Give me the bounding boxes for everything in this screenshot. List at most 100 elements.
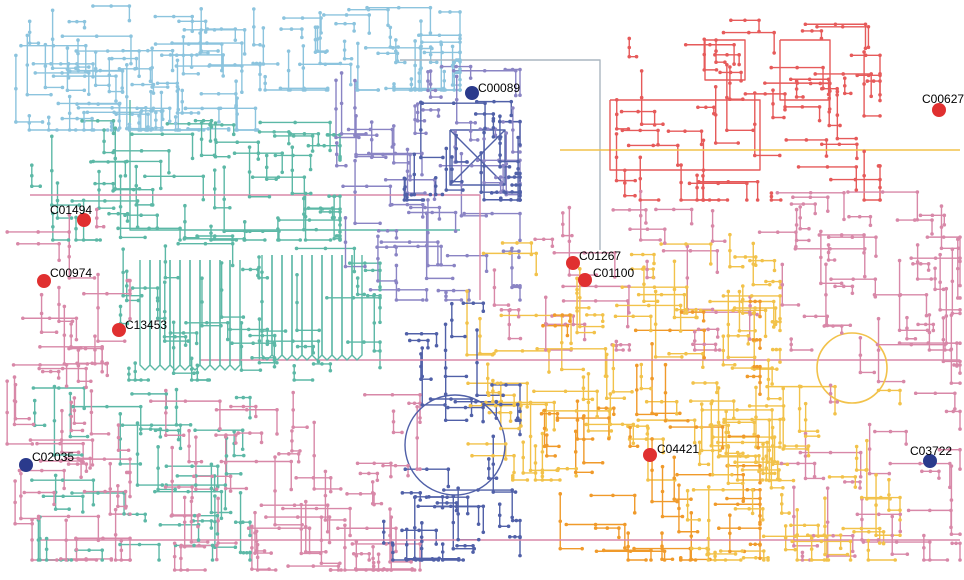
- metabolite-node: [958, 381, 962, 385]
- metabolite-node: [385, 229, 390, 233]
- metabolite-node: [650, 342, 654, 346]
- metabolite-node: [32, 411, 37, 415]
- metabolite-node: [426, 88, 430, 93]
- metabolite-node: [439, 95, 443, 99]
- metabolite-node: [459, 213, 464, 218]
- metabolite-node: [491, 490, 496, 494]
- metabolite-node: [506, 524, 511, 529]
- metabolite-node: [874, 503, 878, 507]
- metabolite-node: [687, 181, 692, 186]
- metabolite-node: [575, 291, 579, 295]
- metabolite-node: [412, 525, 417, 530]
- metabolite-node: [509, 113, 514, 118]
- metabolite-node: [812, 461, 817, 466]
- metabolite-node: [770, 382, 774, 386]
- compound-marker-c00974[interactable]: [37, 274, 51, 288]
- highlighted-compound-markers[interactable]: [19, 86, 946, 472]
- metabolite-node: [182, 520, 187, 524]
- metabolite-node: [479, 170, 483, 175]
- metabolite-node: [189, 519, 194, 524]
- pathway-segment: [863, 51, 880, 117]
- compound-marker-c02035[interactable]: [19, 458, 33, 472]
- metabolite-node: [822, 324, 827, 328]
- metabolite-node: [499, 381, 503, 385]
- metabolite-node: [740, 97, 745, 102]
- metabolite-node: [378, 285, 382, 289]
- metabolite-node: [90, 116, 94, 121]
- metabolite-node: [352, 29, 356, 33]
- metabolite-node: [789, 342, 793, 347]
- metabolite-node: [260, 229, 265, 234]
- compound-marker-c04421[interactable]: [643, 448, 657, 462]
- metabolite-node: [450, 83, 455, 87]
- metabolite-node: [813, 72, 818, 76]
- metabolite-node: [660, 531, 664, 535]
- compound-marker-c13453[interactable]: [112, 323, 126, 337]
- metabolite-node: [173, 334, 177, 339]
- pathway-segment: [851, 54, 881, 74]
- compound-marker-c03722[interactable]: [923, 454, 937, 468]
- metabolite-node: [240, 447, 245, 452]
- metabolite-node: [328, 362, 333, 366]
- metabolite-node: [219, 516, 224, 521]
- metabolite-node: [695, 315, 699, 320]
- metabolite-node: [421, 198, 426, 202]
- metabolite-node: [215, 464, 220, 469]
- metabolite-node: [958, 371, 962, 375]
- metabolite-node: [353, 158, 357, 163]
- metabolite-node: [662, 241, 667, 245]
- compound-marker-c00627[interactable]: [932, 103, 946, 117]
- compound-marker-c01494[interactable]: [77, 213, 91, 227]
- metabolite-node: [451, 101, 456, 105]
- metabolite-node: [419, 155, 423, 160]
- pathway-segment: [287, 51, 305, 91]
- metabolite-node: [539, 411, 544, 416]
- metabolite-node: [250, 175, 255, 179]
- metabolite-node: [300, 523, 304, 527]
- compound-marker-c01100[interactable]: [578, 273, 592, 287]
- metabolite-node: [853, 177, 858, 182]
- pathway-segment: [45, 538, 72, 561]
- metabolite-node: [607, 416, 611, 420]
- metabolite-node: [915, 260, 920, 264]
- metabolite-node: [39, 292, 44, 297]
- metabolite-node: [850, 235, 855, 240]
- metabolite-node: [316, 131, 321, 136]
- metabolite-node: [791, 195, 795, 200]
- metabolite-node: [128, 512, 132, 516]
- metabolite-node: [394, 298, 399, 302]
- metabolite-node: [428, 95, 433, 99]
- metabolite-node: [758, 392, 762, 397]
- metabolite-node: [308, 153, 313, 158]
- metabolite-node: [313, 25, 318, 29]
- metabolite-node: [567, 205, 572, 210]
- metabolite-node: [190, 495, 194, 500]
- metabolite-node: [289, 487, 294, 492]
- metabolite-node: [274, 177, 278, 181]
- metabolite-node: [494, 349, 498, 353]
- metabolite-node: [214, 487, 219, 491]
- metabolite-node: [14, 86, 18, 91]
- metabolite-node: [697, 518, 702, 522]
- metabolite-node: [194, 487, 198, 491]
- metabolite-node: [644, 437, 649, 441]
- metabolite-node: [909, 256, 914, 260]
- metabolite-node: [482, 164, 486, 168]
- metabolite-node: [290, 168, 295, 173]
- compound-marker-c01267[interactable]: [566, 256, 580, 270]
- metabolite-node: [46, 121, 51, 126]
- metabolite-node: [364, 184, 369, 189]
- metabolite-node: [498, 114, 502, 119]
- metabolite-node: [614, 155, 619, 160]
- pathway-segment: [352, 543, 421, 570]
- metabolite-node: [155, 296, 160, 300]
- metabolite-node: [269, 551, 273, 555]
- metabolite-node: [93, 348, 97, 352]
- metabolite-node: [413, 86, 417, 91]
- compound-marker-c00089[interactable]: [465, 86, 479, 100]
- metabolite-node: [650, 499, 654, 504]
- metabolite-node: [677, 529, 681, 534]
- metabolite-node: [240, 428, 245, 433]
- metabolite-node: [766, 358, 771, 362]
- metabolite-node: [247, 170, 252, 174]
